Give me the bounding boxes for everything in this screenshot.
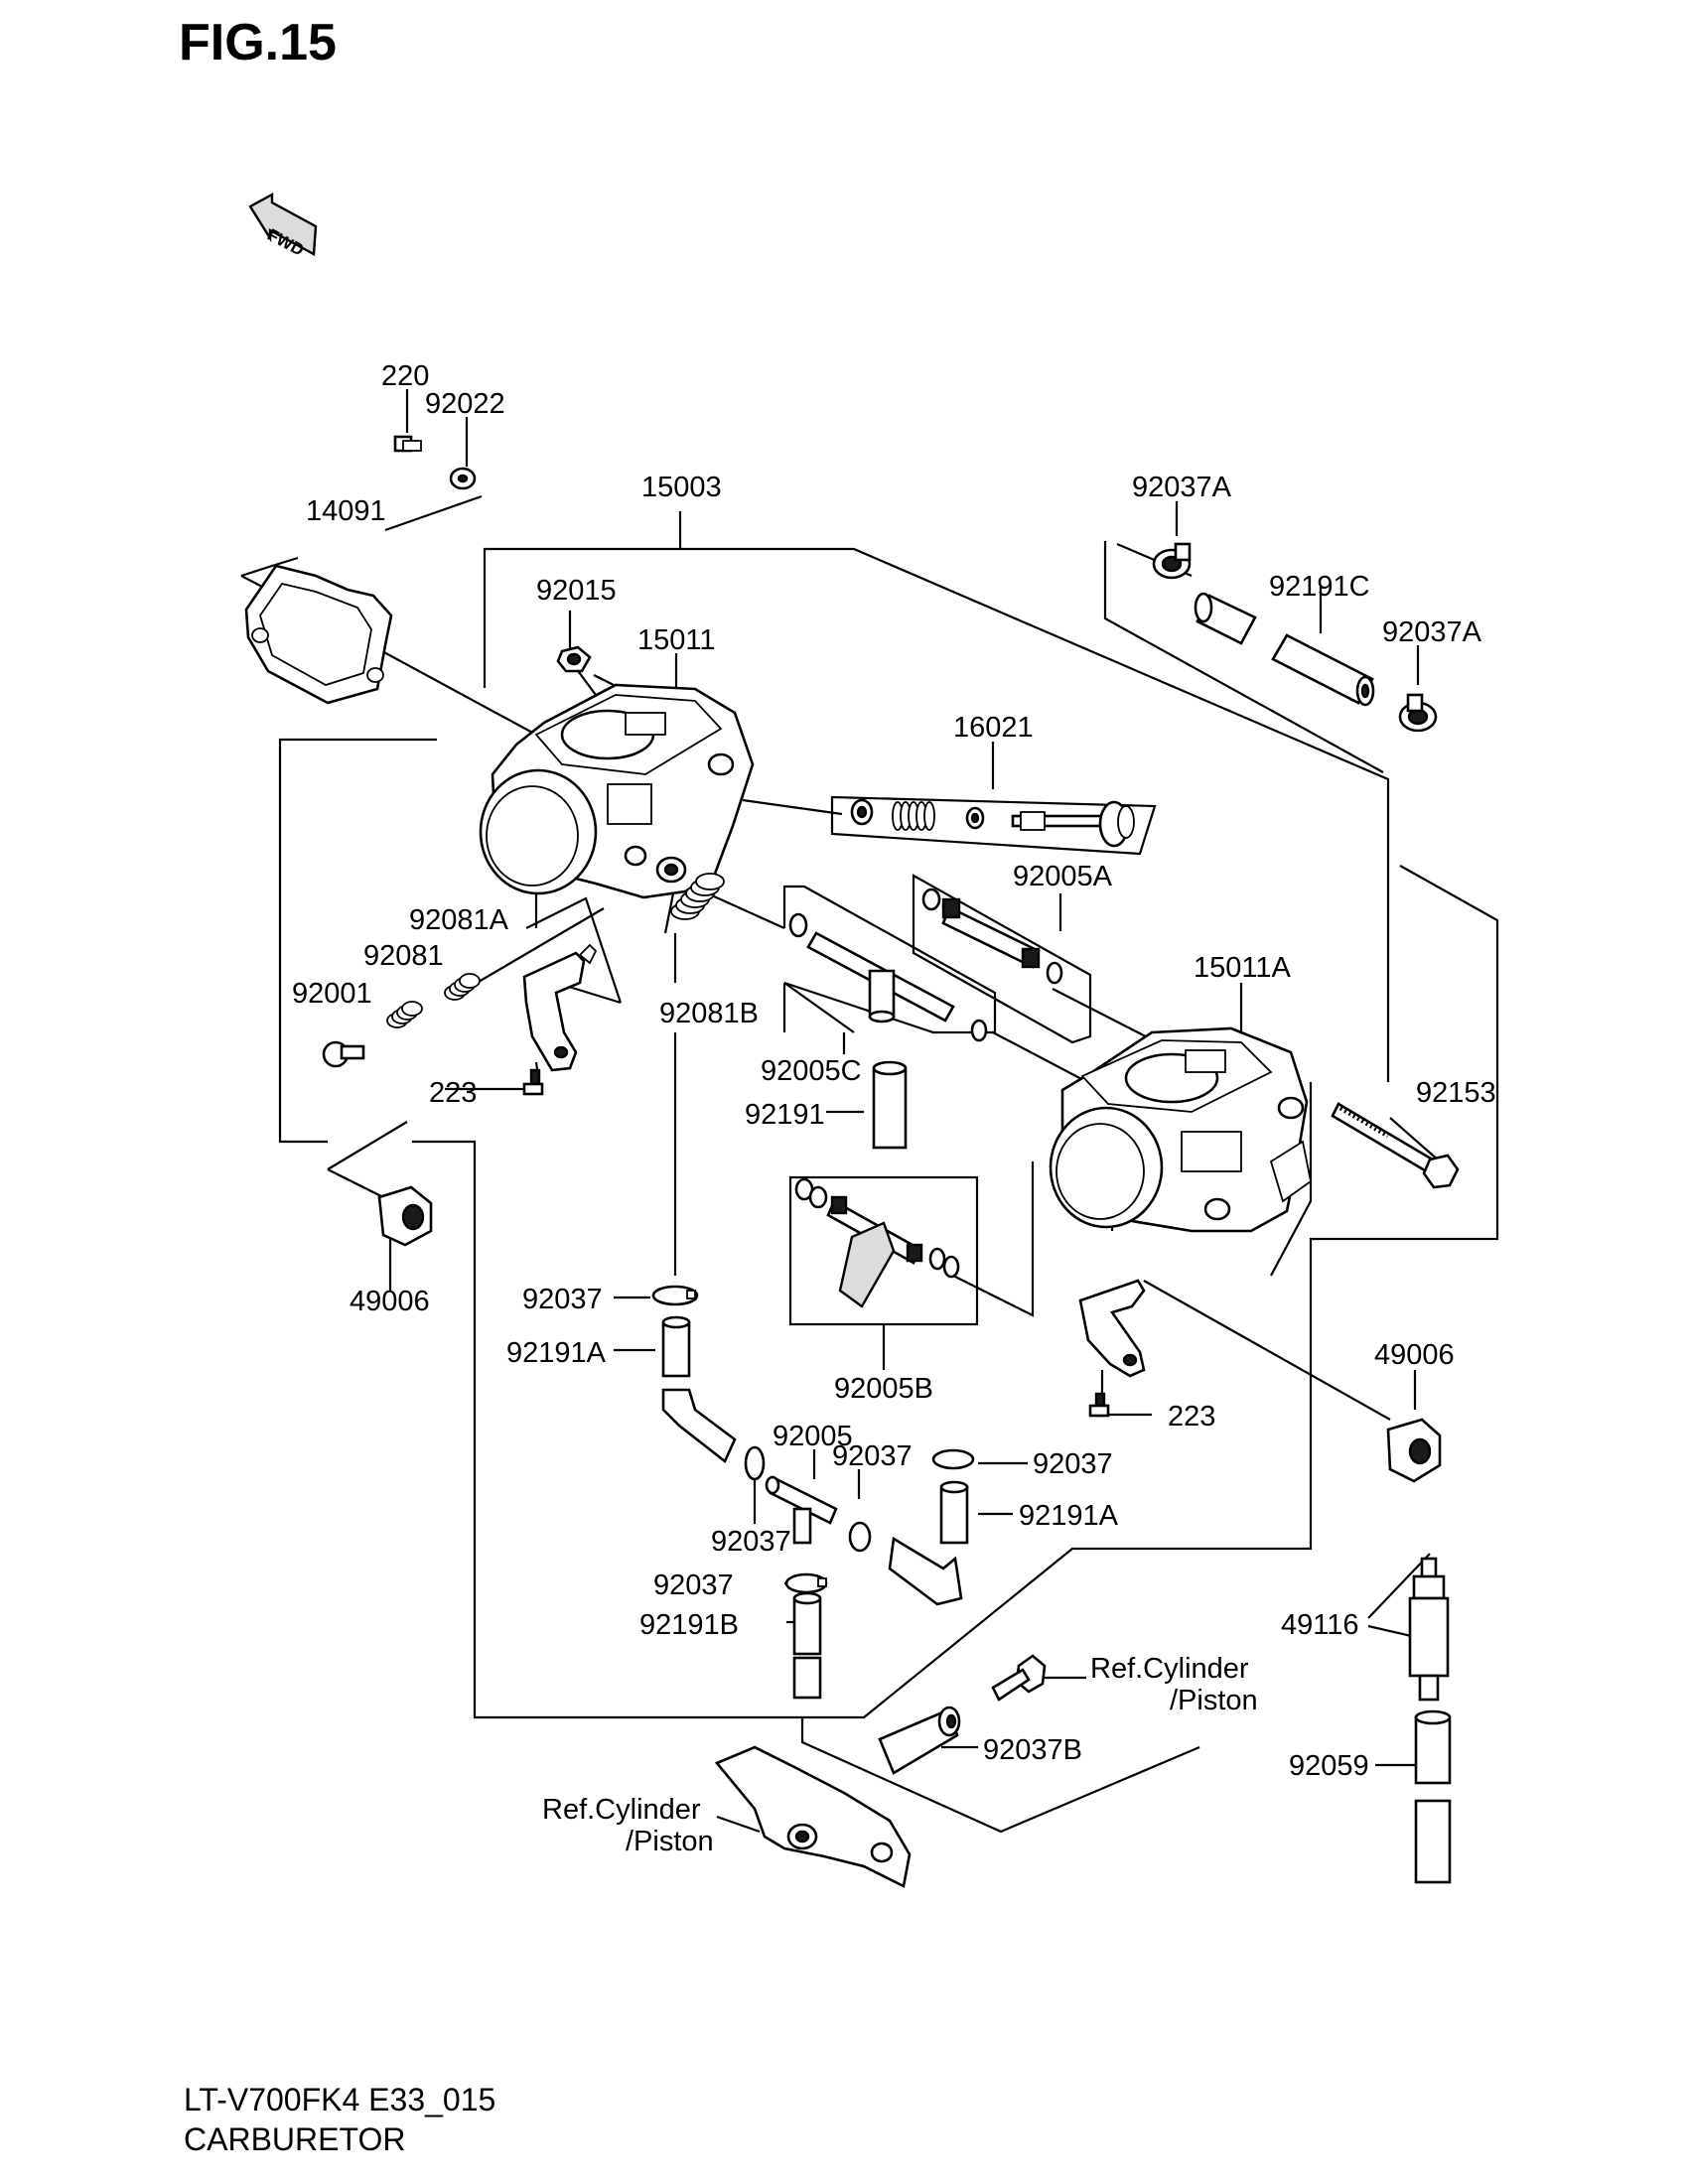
callout-92005A: 92005A xyxy=(1013,861,1113,892)
callout-92005B: 92005B xyxy=(834,1373,933,1405)
callout-92015: 92015 xyxy=(536,575,617,607)
callout-92081A: 92081A xyxy=(409,904,509,936)
cover-14091 xyxy=(244,564,393,705)
spring-92081B xyxy=(670,873,725,920)
bracket-right xyxy=(1078,1279,1146,1378)
damper-49006-right xyxy=(1386,1418,1442,1483)
clamp-92037A-top xyxy=(1152,542,1192,580)
clamp-92037-bottom xyxy=(784,1572,828,1594)
figure-title: FIG.15 xyxy=(179,14,337,71)
screw-220 xyxy=(393,435,422,453)
callout-14091: 14091 xyxy=(306,495,386,527)
spring-92081 xyxy=(386,1001,423,1028)
callout-92022: 92022 xyxy=(425,388,505,420)
pipe-92005A xyxy=(921,887,1063,985)
clamp-92037-right-of-pipe xyxy=(848,1521,872,1553)
callout-92037-low: 92037 xyxy=(711,1526,791,1558)
bolt-ref-cylinder-right xyxy=(991,1654,1047,1702)
callout-92191B: 92191B xyxy=(639,1609,739,1641)
carburetor-15011 xyxy=(479,683,755,899)
hose-92191B xyxy=(792,1591,822,1700)
callout-92153: 92153 xyxy=(1416,1077,1496,1109)
bolt-92153 xyxy=(1331,1102,1460,1189)
callout-92005: 92005 xyxy=(773,1421,853,1452)
forward-direction-arrow: FWD xyxy=(248,192,318,260)
spring-92081A xyxy=(444,973,481,1001)
callout-15011: 15011 xyxy=(637,624,716,656)
pipe-92005 xyxy=(765,1475,838,1545)
callout-92059: 92059 xyxy=(1289,1750,1369,1782)
callout-92191A-left: 92191A xyxy=(506,1337,607,1369)
screw-223-left xyxy=(522,1068,544,1096)
callout-92037-left: 92037 xyxy=(522,1284,603,1315)
callout-92037B: 92037B xyxy=(983,1734,1082,1766)
damper-49006-left xyxy=(377,1185,433,1247)
fuel-filter-49116 xyxy=(1408,1557,1450,1702)
callout-92037A-right: 92037A xyxy=(1382,616,1482,648)
model-code: LT-V700FK4 E33_015 xyxy=(184,2082,495,2117)
callout-223-right: 223 xyxy=(1168,1401,1215,1433)
screw-223-right xyxy=(1088,1392,1110,1418)
callout-16021: 16021 xyxy=(953,712,1034,744)
callout-223-left: 223 xyxy=(429,1077,477,1109)
callout-92191A-right: 92191A xyxy=(1019,1500,1119,1532)
hose-92191 xyxy=(872,1060,908,1150)
carburetor-15011A xyxy=(1049,1026,1312,1233)
clamp-92037-mid xyxy=(744,1445,766,1481)
callout-92081B: 92081B xyxy=(659,998,759,1029)
ref-left-line1: Ref.Cylinder xyxy=(542,1794,701,1826)
clamp-92037A-right xyxy=(1398,693,1438,733)
bracket-left xyxy=(522,943,598,1072)
section-name: CARBURETOR xyxy=(184,2121,405,2157)
hose-92191A-right xyxy=(888,1480,969,1606)
clamp-92037-right xyxy=(931,1448,975,1470)
hose-92191C xyxy=(1194,592,1375,707)
callout-92037-bottom: 92037 xyxy=(653,1570,734,1601)
callout-49006-right: 49006 xyxy=(1374,1339,1455,1371)
callout-15003: 15003 xyxy=(641,472,722,503)
callout-92191: 92191 xyxy=(745,1099,825,1131)
callout-49116: 49116 xyxy=(1281,1609,1359,1641)
callout-92037-mid: 92037 xyxy=(832,1440,913,1472)
hose-92037B xyxy=(878,1706,961,1775)
callout-labels: 220 92022 14091 15003 92015 15011 16021 … xyxy=(292,360,1496,1857)
clamp-92037-left xyxy=(651,1285,699,1306)
washer-92022 xyxy=(449,467,477,490)
callout-92001: 92001 xyxy=(292,978,372,1010)
hose-92059 xyxy=(1414,1709,1452,1884)
pipe-92005B xyxy=(794,1177,960,1308)
cylinder-ref-left xyxy=(714,1745,912,1888)
ref-right-line1: Ref.Cylinder xyxy=(1090,1653,1249,1685)
callout-15011A: 15011A xyxy=(1194,952,1291,984)
hose-92191A-left xyxy=(661,1315,737,1464)
callout-220: 220 xyxy=(381,360,429,392)
callout-49006-left: 49006 xyxy=(350,1286,430,1317)
ref-right-line2: /Piston xyxy=(1170,1685,1258,1716)
leader-lines xyxy=(240,389,1499,1834)
callout-92037-right: 92037 xyxy=(1033,1448,1113,1480)
ref-left-line2: /Piston xyxy=(626,1826,714,1857)
callout-92005C: 92005C xyxy=(761,1055,862,1087)
nut-92015 xyxy=(556,645,592,673)
callout-92081: 92081 xyxy=(363,940,444,972)
pipe-92005C xyxy=(788,912,988,1042)
callout-92037A-top: 92037A xyxy=(1132,472,1232,503)
parts-16021 xyxy=(850,798,1135,848)
screw-92001 xyxy=(322,1040,365,1068)
callout-92191C: 92191C xyxy=(1269,571,1370,603)
